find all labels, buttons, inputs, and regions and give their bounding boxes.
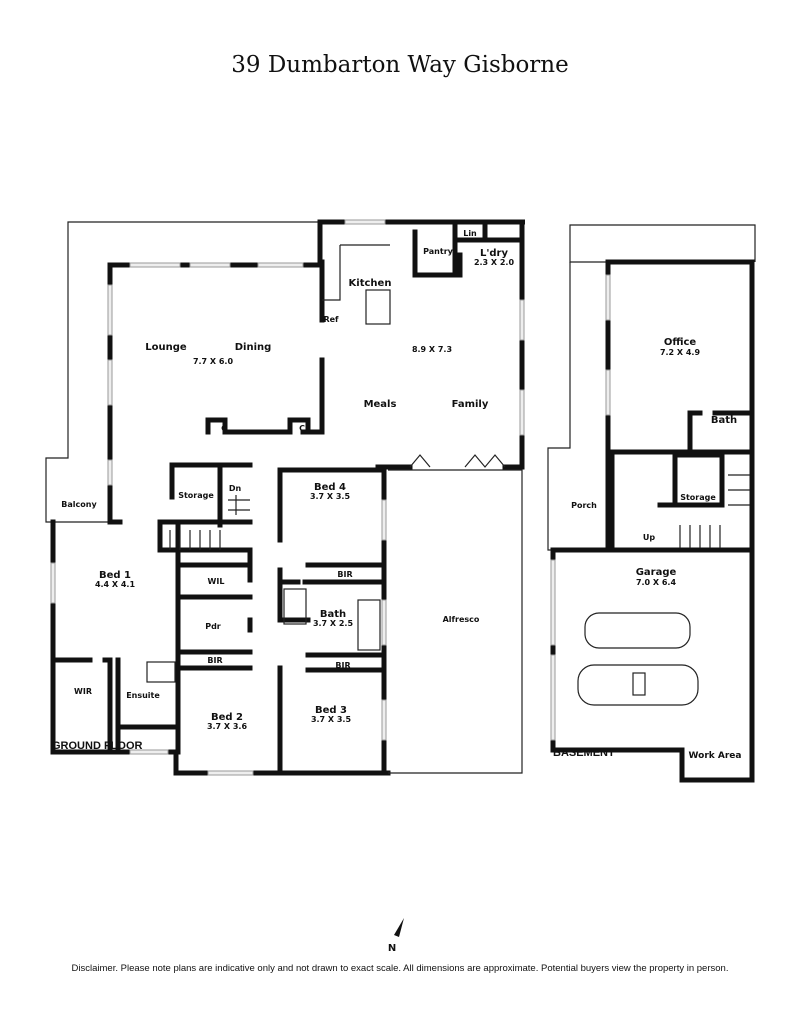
label-family: Family: [452, 399, 489, 410]
label-kitchen: Kitchen: [349, 278, 392, 289]
label-bir: BIR: [337, 570, 352, 579]
label-bed2-dims: 3.7 X 3.6: [207, 722, 248, 731]
label-balcony: Balcony: [61, 500, 97, 509]
label-dining: Dining: [235, 342, 272, 353]
label-bed1: Bed 1: [99, 570, 131, 581]
label-bed4: Bed 4: [314, 482, 346, 493]
label-pantry: Pantry: [423, 247, 454, 256]
label-cupboard: C: [221, 424, 227, 433]
ground-floor-windows: [50, 219, 525, 776]
property-title: 39 Dumbarton Way Gisborne: [231, 52, 569, 78]
label-ref: Ref: [323, 315, 339, 324]
label-ensuite: Ensuite: [126, 691, 160, 700]
label-pdr: Pdr: [205, 622, 221, 631]
ground-floor-walls: [45, 219, 525, 776]
label-bir: BIR: [207, 656, 222, 665]
label-storage: Storage: [178, 491, 214, 500]
car-icon: [577, 612, 699, 706]
north-arrow-icon: N: [388, 918, 404, 954]
label-stairs-up: Up: [643, 533, 655, 542]
label-laundry-dims: 2.3 X 2.0: [474, 258, 515, 267]
label-family-dims: 8.9 X 7.3: [412, 345, 452, 354]
label-garage: Garage: [636, 567, 677, 578]
label-meals: Meals: [364, 399, 397, 410]
label-bath-dims: 3.7 X 2.5: [313, 619, 354, 628]
label-work-area: Work Area: [689, 751, 742, 761]
label-bir: BIR: [335, 661, 350, 670]
label-office: Office: [664, 337, 697, 348]
label-bed3-dims: 3.7 X 3.5: [311, 715, 352, 724]
ground-floor-label: GROUND FLOOR: [52, 740, 142, 752]
ground-floor-fixtures: [146, 454, 506, 683]
label-stairs-down: Dn: [229, 484, 242, 493]
label-cupboard: C: [299, 424, 305, 433]
basement-windows: [550, 274, 611, 741]
stairs-up-icon: [679, 474, 750, 548]
basement-label: BASEMENT: [553, 747, 615, 759]
label-bed1-dims: 4.4 X 4.1: [95, 580, 136, 589]
label-basement-storage: Storage: [680, 493, 716, 502]
label-office-dims: 7.2 X 4.9: [660, 348, 701, 357]
label-bed3: Bed 3: [315, 705, 347, 716]
label-linen: Lin: [463, 229, 477, 238]
label-wil: WIL: [208, 577, 225, 586]
label-bath: Bath: [320, 609, 346, 620]
label-alfresco: Alfresco: [443, 615, 480, 624]
label-lounge: Lounge: [145, 342, 187, 353]
label-laundry: L'dry: [480, 248, 509, 259]
label-basement-bath: Bath: [711, 415, 737, 426]
label-porch: Porch: [571, 501, 597, 510]
label-garage-dims: 7.0 X 6.4: [636, 578, 677, 587]
label-lounge-dims: 7.7 X 6.0: [193, 357, 234, 366]
stairs-icon: [169, 495, 250, 550]
label-bed2: Bed 2: [211, 712, 243, 723]
label-bed4-dims: 3.7 X 3.5: [310, 492, 351, 501]
disclaimer: Disclaimer. Please note plans are indica…: [71, 963, 729, 974]
compass-label: N: [388, 943, 396, 954]
label-wir: WIR: [74, 687, 92, 696]
